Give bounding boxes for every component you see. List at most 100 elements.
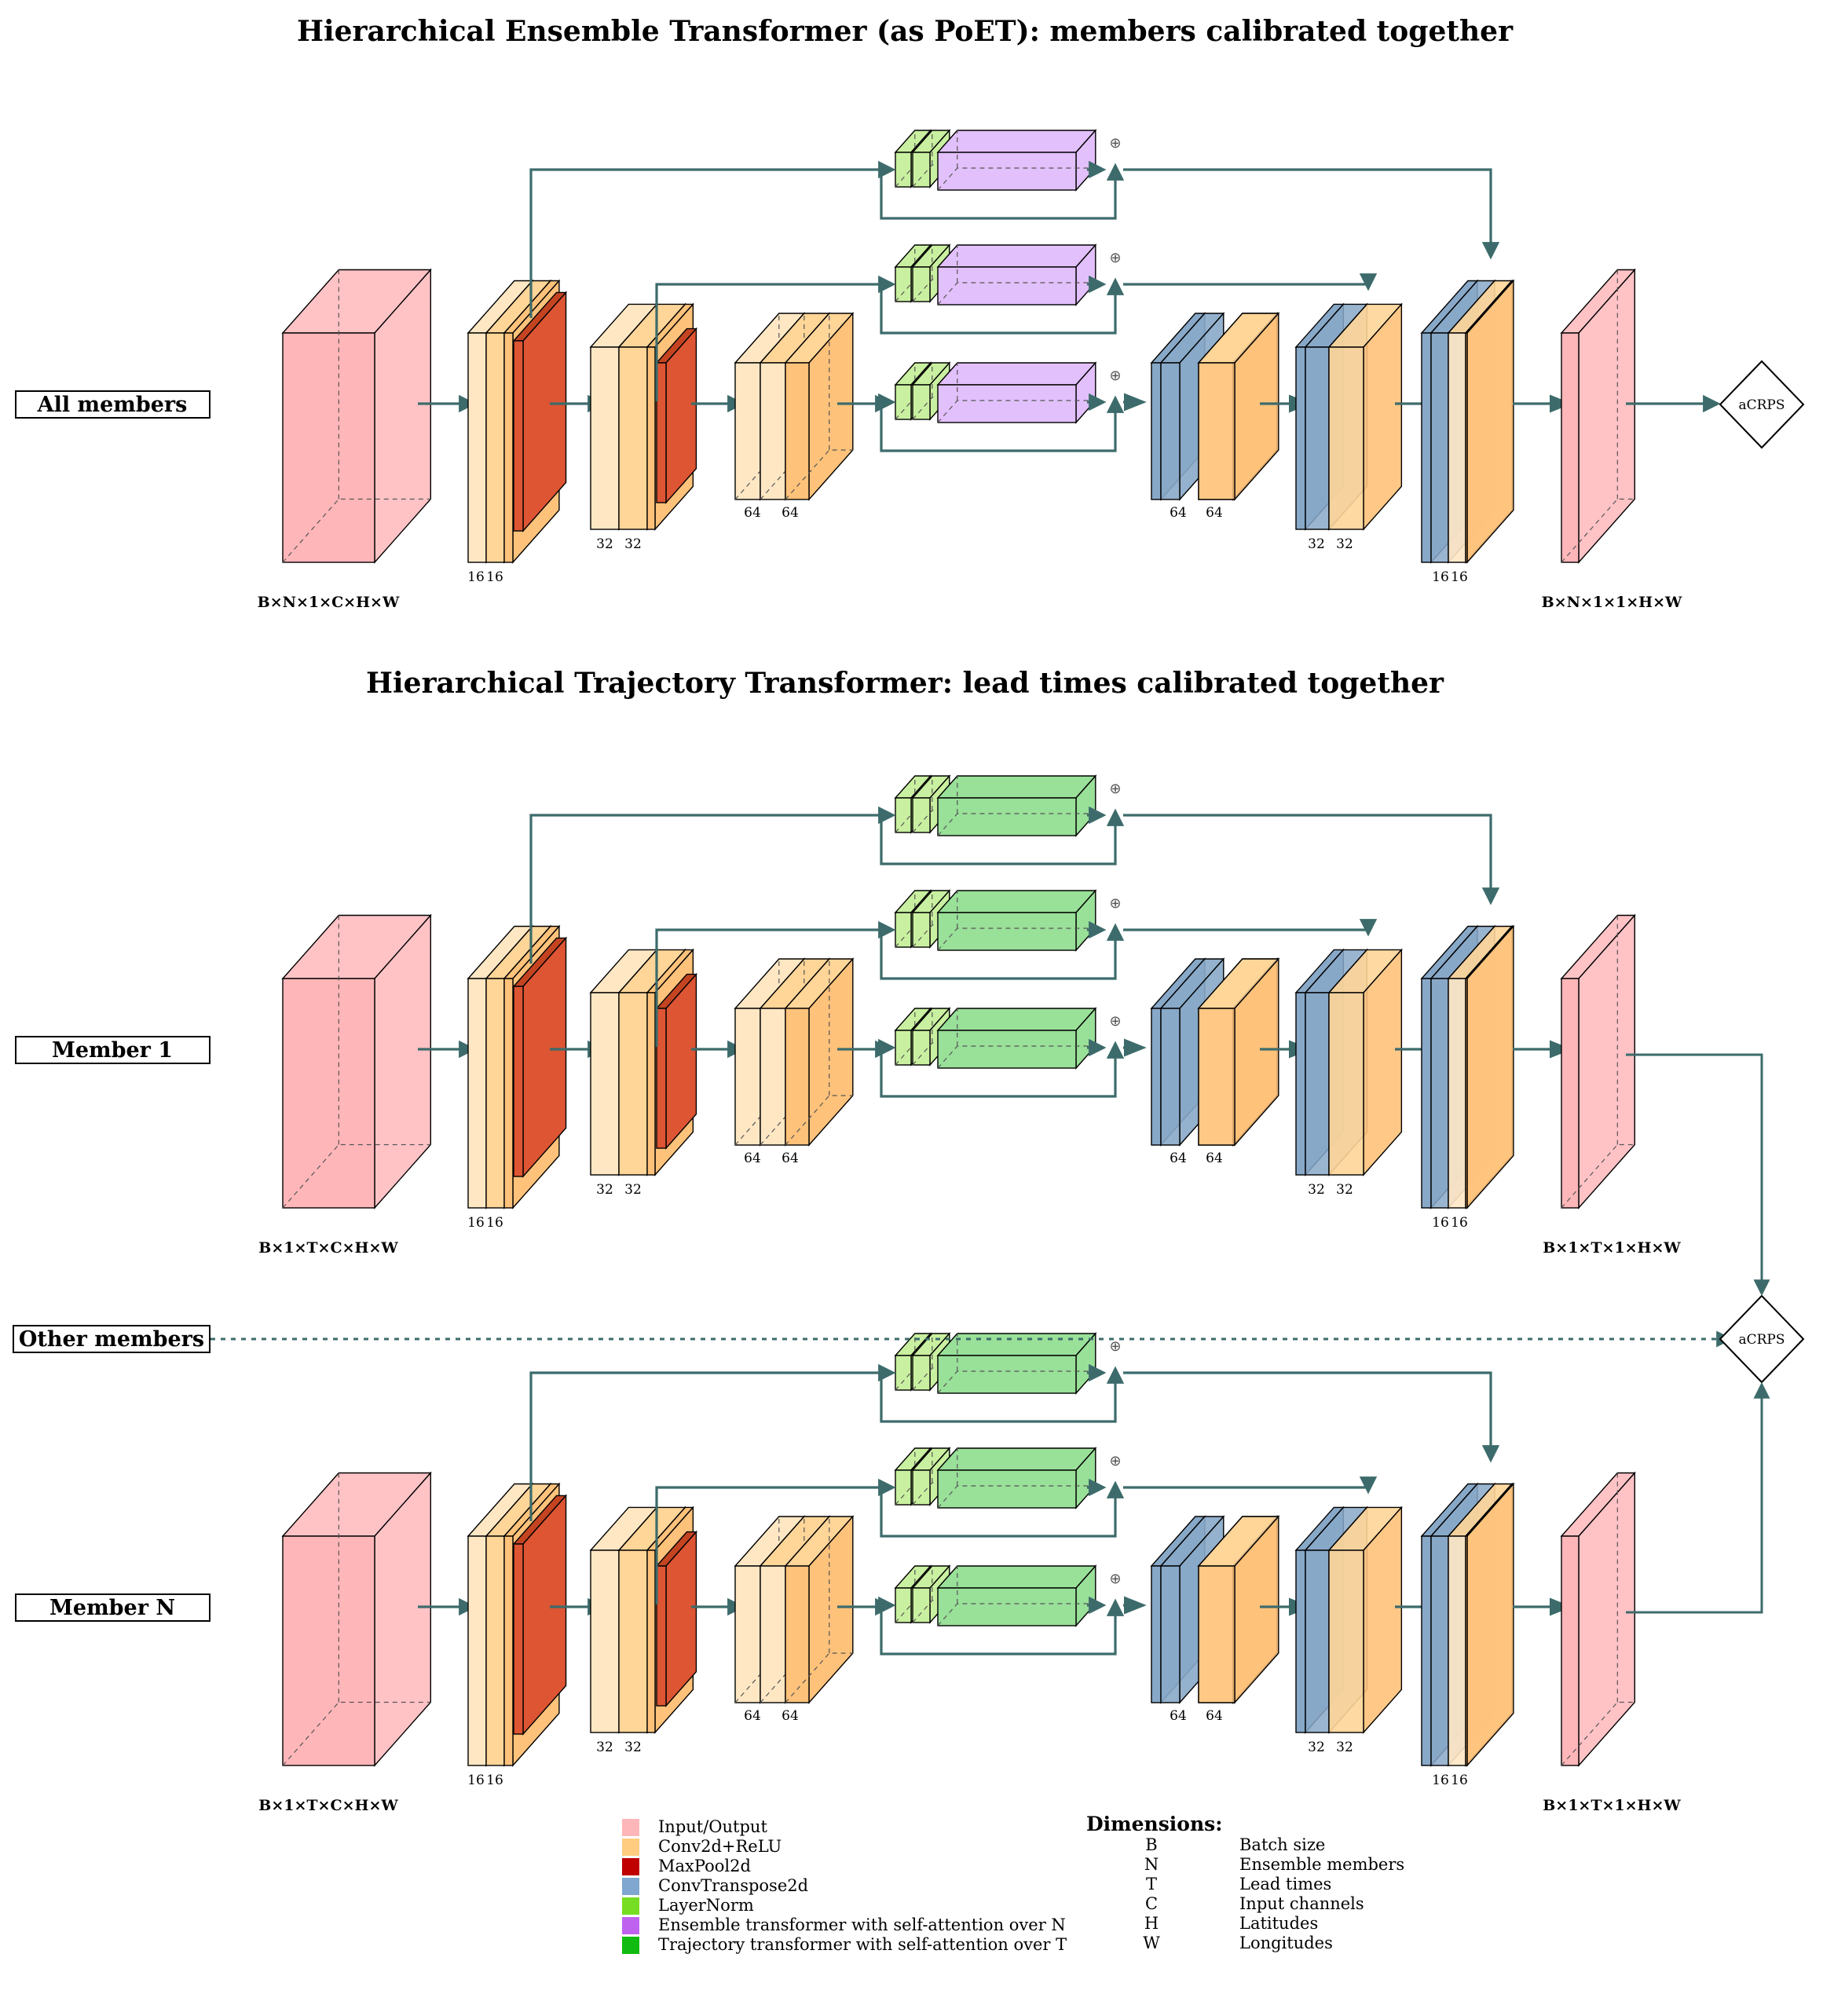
dec3-deconv-1-front xyxy=(1151,1008,1162,1146)
member1-to-loss-arrow xyxy=(1626,1053,1770,1297)
enc1-ch-b-0: 16 xyxy=(486,569,503,585)
enc3-conv-a-0-front xyxy=(734,362,761,500)
skip-in-0-0 xyxy=(529,160,896,318)
dec2-ch-a-2: 32 xyxy=(1308,1740,1325,1755)
residual-0-1 xyxy=(880,808,1125,865)
transformer-1-0-hidden-edges xyxy=(937,245,1096,306)
dec2-deconv-0-front xyxy=(1295,346,1306,530)
dec2-conv-0-front xyxy=(1328,346,1364,530)
dimension-desc-1: Ensemble members xyxy=(1239,1855,1404,1874)
transformer-level-0-row-2: ⊕ xyxy=(529,1332,1500,1521)
dimension-key-0: B xyxy=(1145,1835,1157,1854)
enc1-ch-a-2: 16 xyxy=(467,1773,485,1788)
enc1-conv-a-2-front xyxy=(467,1535,487,1766)
enc3-conv-c-0-front xyxy=(785,362,810,500)
enc2-conv-b-0-front xyxy=(618,346,648,530)
other-members-row: Other members xyxy=(13,1325,1733,1353)
dec1-ch-b-0: 16 xyxy=(1451,569,1468,585)
enc2-conv-b-2-front xyxy=(618,1550,648,1733)
residual-2-1 xyxy=(880,1041,1125,1098)
transformer-1-2-top xyxy=(936,1447,1097,1471)
acrps-label-bottom: aCRPS xyxy=(1738,1332,1785,1348)
transformer-2-1-front xyxy=(937,1030,1077,1069)
skip-out-1-2 xyxy=(1123,1476,1378,1495)
dec1-deconv-b-1-front xyxy=(1430,978,1449,1209)
plus-0-2: ⊕ xyxy=(1109,1338,1121,1355)
dec1-ch-b-1: 16 xyxy=(1451,1215,1468,1231)
transformer-0-2-hidden-edges xyxy=(937,1334,1096,1394)
dec2-conv-2 xyxy=(1327,1506,1403,1734)
skip-out-1-0 xyxy=(1123,273,1378,291)
transformer-0-1 xyxy=(936,774,1097,837)
dec1-deconv-b-0-front xyxy=(1430,332,1449,563)
enc2-ch-a-1: 32 xyxy=(596,1182,613,1198)
dec1-conv-b-0-front xyxy=(1465,332,1468,563)
plus-0-0: ⊕ xyxy=(1109,135,1121,152)
enc3-ch-b-2: 64 xyxy=(782,1708,799,1724)
residual-2-2 xyxy=(880,1598,1125,1656)
title-bottom: Hierarchical Trajectory Transformer: lea… xyxy=(366,667,1444,700)
layernorm-a-0-2-front xyxy=(895,1355,912,1391)
dec1-conv-b-0 xyxy=(1464,279,1515,564)
dec3-deconv-b-2-front xyxy=(1160,1565,1181,1703)
transformer-0-1-top xyxy=(936,775,1097,799)
output-block-2 xyxy=(1560,1471,1636,1767)
dec3-ch-b-1: 64 xyxy=(1206,1151,1223,1166)
enc3-conv-a-2-front xyxy=(734,1565,761,1703)
layernorm-b-2-0-hidden-edges xyxy=(912,363,950,420)
enc2-pool-2 xyxy=(655,1530,697,1707)
enc1-conv-c-1-front xyxy=(503,978,514,1209)
dimension-key-3: C xyxy=(1145,1894,1158,1913)
input-block-1-hidden-edges xyxy=(282,915,431,1209)
dec1-ch-a-1: 16 xyxy=(1432,1215,1449,1231)
output-block-0 xyxy=(1560,268,1636,564)
transformer-1-1-top xyxy=(936,890,1097,913)
loss-bottom: aCRPS xyxy=(1626,1053,1805,1614)
dec3-conv-c-1-front xyxy=(1198,1008,1235,1146)
enc2-pool-0 xyxy=(655,327,697,504)
enc1-conv-b-0-front xyxy=(485,332,505,563)
output-block-2-hidden-edges xyxy=(1561,1473,1635,1766)
legend-label-6: Trajectory transformer with self-attenti… xyxy=(658,1935,1067,1954)
layernorm-b-0-0-hidden-edges xyxy=(912,130,950,188)
enc3-conv-b-2-front xyxy=(760,1565,786,1703)
enc2-conv-a-1-front xyxy=(590,992,620,1176)
layernorm-b-1-1-front xyxy=(912,912,931,948)
layernorm-b-2-1-front xyxy=(912,1030,931,1066)
dimension-key-5: W xyxy=(1143,1934,1160,1952)
input-block-0-hidden-edges xyxy=(282,269,431,563)
enc3-conv-c-1-hidden-edges xyxy=(785,959,853,1146)
enc3-conv-c-1 xyxy=(784,957,855,1147)
layernorm-b-2-2-front xyxy=(912,1587,931,1623)
transformer-0-0 xyxy=(936,129,1097,192)
input-block-0-front xyxy=(282,332,375,563)
dec3-conv-c-0 xyxy=(1197,312,1280,501)
legend-swatch-5 xyxy=(622,1917,639,1934)
transformer-2-1-top xyxy=(936,1008,1097,1031)
dec3-ch-b-0: 64 xyxy=(1206,505,1223,521)
legend-label-2: MaxPool2d xyxy=(658,1857,751,1875)
layernorm-b-0-2-front xyxy=(912,1355,931,1391)
row-label-2: Member N xyxy=(49,1596,175,1620)
dec1-ch-b-2: 16 xyxy=(1451,1773,1468,1788)
transformer-1-2-hidden-edges xyxy=(937,1448,1096,1509)
enc2-conv-c-1-front xyxy=(646,992,656,1176)
legend-label-4: LayerNorm xyxy=(658,1896,754,1915)
output-dim-1: B×1×T×1×H×W xyxy=(1543,1239,1681,1257)
residual-1-1 xyxy=(880,923,1125,980)
input-block-0 xyxy=(281,268,432,564)
enc1-pool-1 xyxy=(512,936,568,1178)
transformer-1-2 xyxy=(936,1447,1097,1509)
residual-0-2 xyxy=(880,1366,1125,1423)
input-dim-1: B×1×T×C×H×W xyxy=(258,1239,398,1257)
dec2-ch-b-1: 32 xyxy=(1336,1182,1353,1198)
skip-in-1-2 xyxy=(655,1478,896,1604)
enc2-ch-a-2: 32 xyxy=(596,1740,613,1755)
enc1-pool-0 xyxy=(512,291,568,532)
enc2-pool-2-front xyxy=(656,1565,667,1707)
dec2-conv-1 xyxy=(1327,948,1403,1176)
output-block-1 xyxy=(1560,913,1636,1209)
transformer-level-0-row-0: ⊕ xyxy=(529,129,1500,318)
skip-in-1-0 xyxy=(655,275,896,401)
dec2-deconv-b-2-front xyxy=(1305,1550,1330,1733)
